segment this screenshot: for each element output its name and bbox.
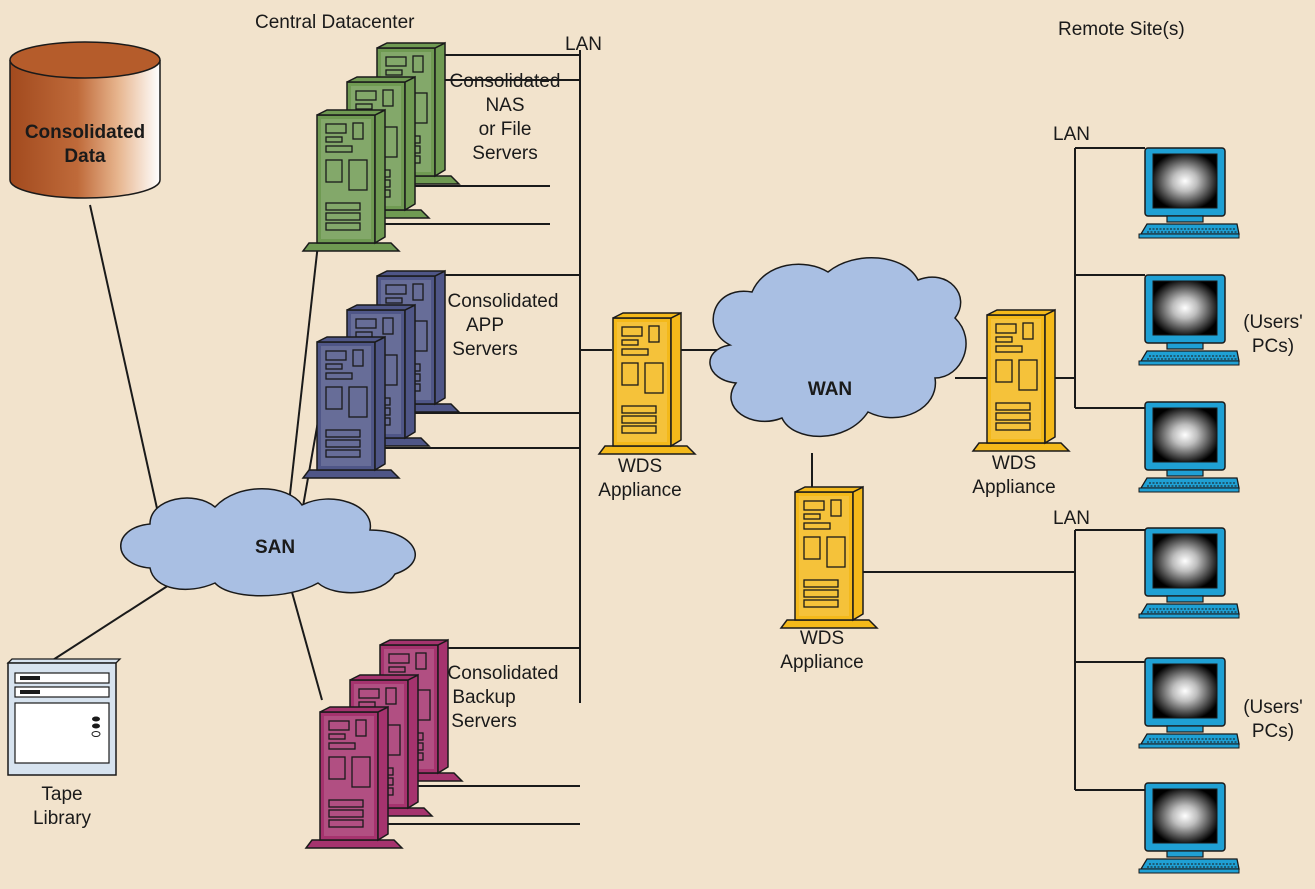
desktop-pc-icon: [1138, 782, 1240, 874]
nas-label-line3: or File: [479, 119, 532, 140]
desktop-pc-icon: [1138, 274, 1240, 366]
tape-library-icon: [6, 658, 122, 776]
wds-appliance-remote-bottom: [780, 486, 878, 629]
app-label-line1: Consolidated: [448, 291, 559, 312]
users-pcs-top-line2: PCs): [1252, 336, 1294, 357]
san-cloud: [120, 488, 416, 597]
central-datacenter-heading: Central Datacenter: [255, 12, 415, 33]
backup-label-line1: Consolidated: [448, 663, 559, 684]
app-server-group: [302, 270, 460, 479]
tower-server-icon: [302, 336, 400, 479]
wds-appliance-central: [598, 312, 696, 455]
desktop-pc-icon: [1138, 147, 1240, 239]
wds-appliance-icon: [598, 312, 696, 455]
remote-sites-heading: Remote Site(s): [1058, 19, 1185, 40]
storage-label-line2: Data: [64, 146, 106, 167]
tower-server-icon: [302, 109, 400, 252]
users-pcs-top-line1: (Users': [1243, 312, 1303, 333]
consolidated-data-cylinder: [9, 41, 161, 199]
wan-cloud: [709, 256, 967, 438]
wds-remote-bottom-label-line1: WDS: [800, 628, 844, 649]
nas-label-line4: Servers: [472, 143, 537, 164]
nas-server-group: [302, 42, 460, 252]
app-label-line3: Servers: [452, 339, 517, 360]
nas-label-line2: NAS: [485, 95, 524, 116]
nas-label-line1: Consolidated: [450, 71, 561, 92]
backup-label-line2: Backup: [452, 687, 515, 708]
users-pcs-bottom-line2: PCs): [1252, 721, 1294, 742]
remote-pcs-top: [1138, 147, 1240, 493]
connection-lines: [41, 50, 1145, 825]
wds-remote-top-label-line2: Appliance: [972, 477, 1055, 498]
wds-appliance-remote-top: [972, 309, 1070, 452]
desktop-pc-icon: [1138, 401, 1240, 493]
wds-remote-top-label-line1: WDS: [992, 453, 1036, 474]
wds-central-label-line2: Appliance: [598, 480, 681, 501]
backup-server-group: [305, 639, 463, 849]
storage-label-line1: Consolidated: [25, 122, 145, 143]
tower-server-icon: [305, 706, 403, 849]
users-pcs-bottom-line1: (Users': [1243, 697, 1303, 718]
app-label-line2: APP: [466, 315, 504, 336]
backup-label-line3: Servers: [451, 711, 516, 732]
tape-library-label-line1: Tape: [41, 784, 82, 805]
wds-appliance-icon: [972, 309, 1070, 452]
wds-central-label-line1: WDS: [618, 456, 662, 477]
tape-library-label-line2: Library: [33, 808, 92, 829]
lan-label-datacenter: LAN: [565, 34, 602, 55]
desktop-pc-icon: [1138, 527, 1240, 619]
san-label: SAN: [255, 537, 295, 558]
wan-label: WAN: [808, 379, 852, 400]
lan-label-remote-bottom: LAN: [1053, 508, 1090, 529]
lan-label-remote-top: LAN: [1053, 124, 1090, 145]
wds-remote-bottom-label-line2: Appliance: [780, 652, 863, 673]
desktop-pc-icon: [1138, 657, 1240, 749]
remote-pcs-bottom: [1138, 527, 1240, 874]
wds-appliance-icon: [780, 486, 878, 629]
